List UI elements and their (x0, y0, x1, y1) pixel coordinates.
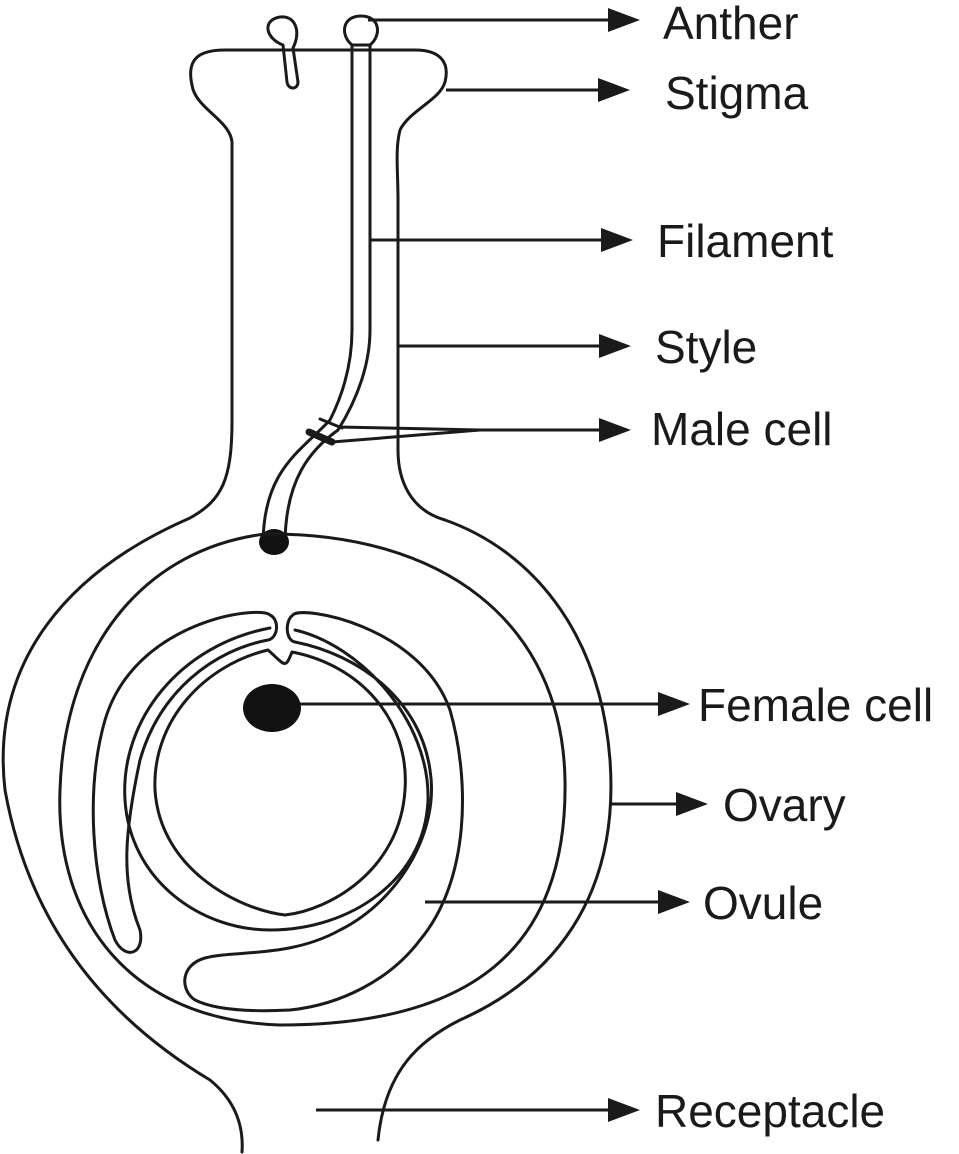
label-anther: Anther (663, 0, 799, 49)
label-filament: Filament (657, 215, 834, 267)
female-cell-blob (243, 684, 301, 732)
pointer-ovule (425, 890, 690, 914)
pointer-male-cell (331, 418, 631, 444)
ovule-outer-right (183, 611, 464, 1013)
embryo-sac (153, 648, 407, 917)
ovule-outer-left (91, 610, 278, 954)
label-stigma: Stigma (665, 67, 809, 119)
male-cell-band-2 (305, 428, 336, 446)
pointer-style (398, 334, 631, 358)
pollen-grain (266, 15, 300, 90)
anther-shape (343, 14, 379, 47)
label-ovary: Ovary (723, 779, 846, 831)
label-male-cell: Male cell (651, 403, 833, 455)
ovary-inner-wall (58, 532, 567, 1027)
label-receptacle: Receptacle (655, 1085, 886, 1137)
label-female-cell: Female cell (698, 679, 934, 731)
label-style: Style (655, 321, 758, 373)
pointer-female-cell (300, 692, 690, 716)
pointer-ovary (610, 792, 708, 816)
pistil-outline (1, 48, 613, 1154)
pointer-filament (370, 228, 633, 252)
pointer-stigma (446, 78, 630, 102)
pointer-receptacle (316, 1098, 640, 1122)
ovule-inner-integument (123, 626, 430, 932)
label-ovule: Ovule (703, 877, 824, 929)
pointer-anther (368, 8, 640, 32)
filament-tube (261, 43, 372, 547)
